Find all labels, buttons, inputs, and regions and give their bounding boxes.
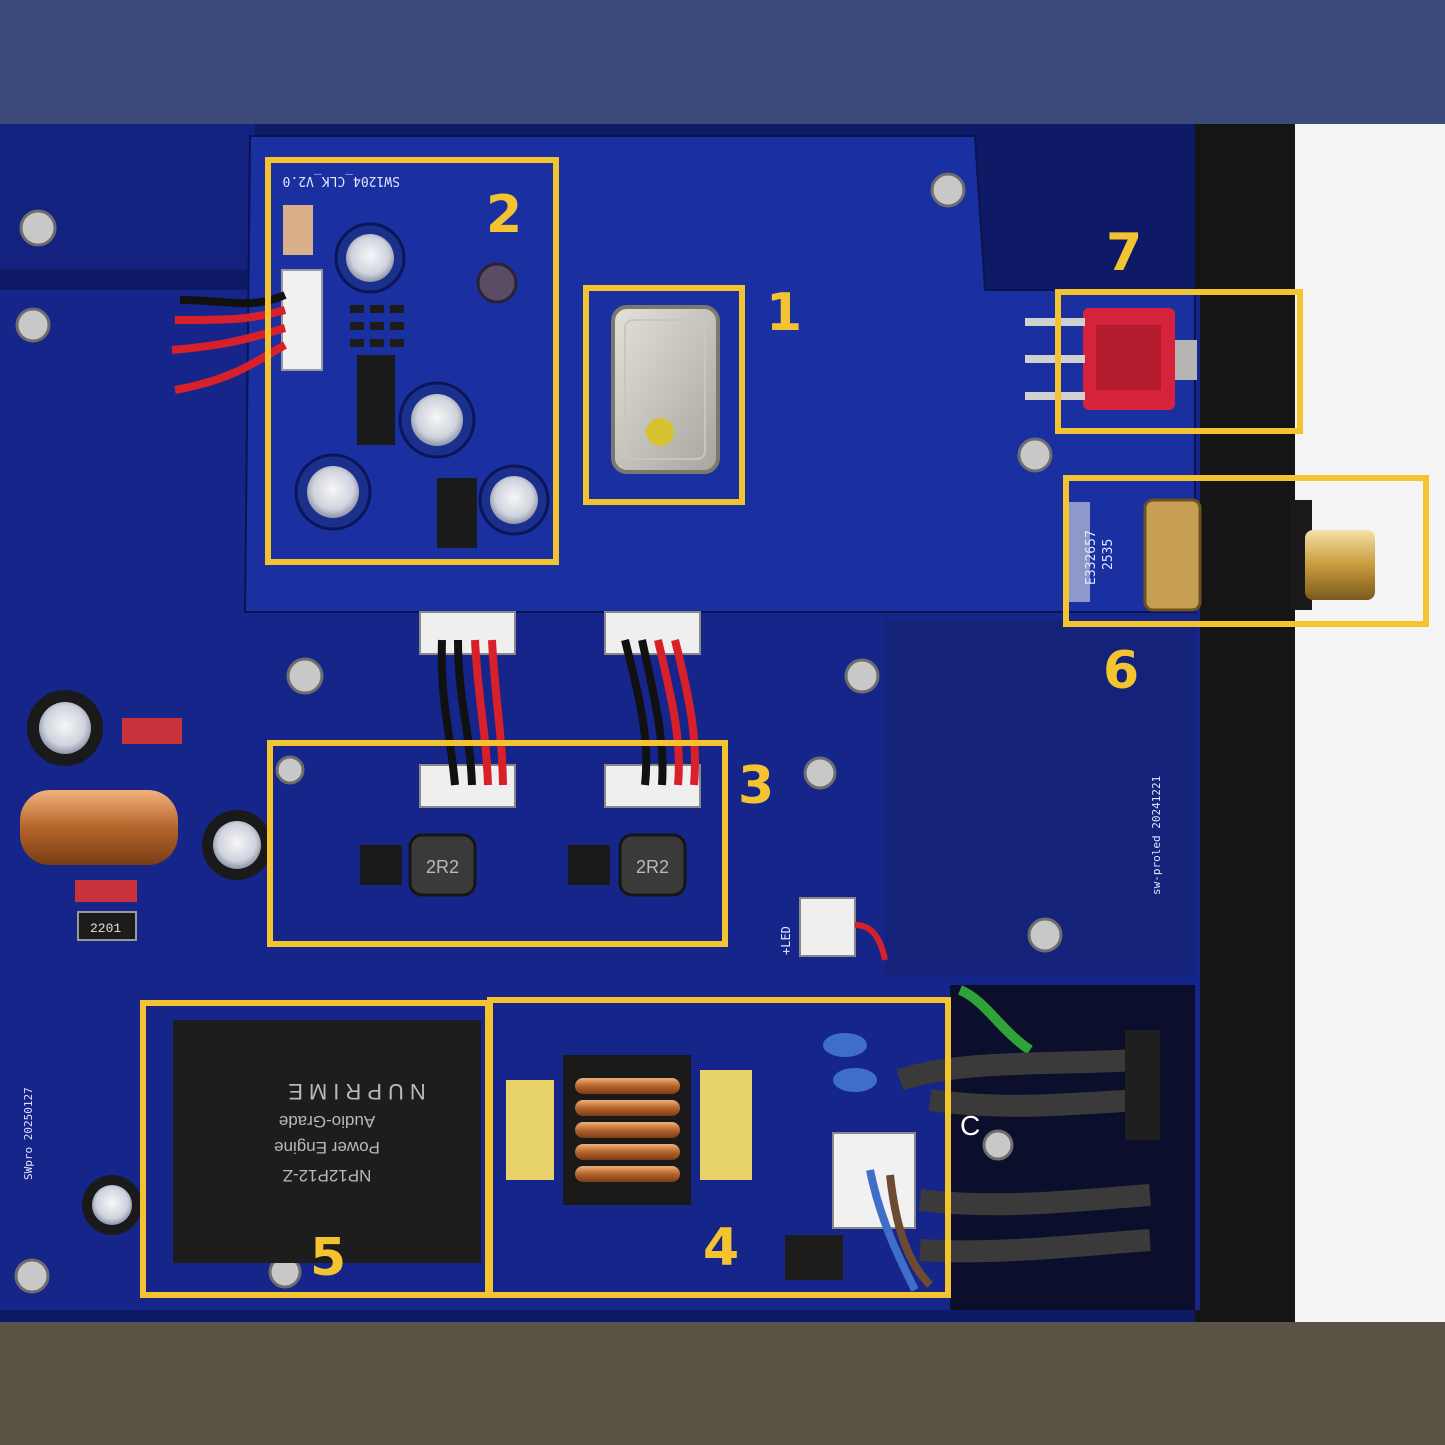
callout-number-3: 3	[738, 756, 774, 816]
callout-number-1: 1	[766, 283, 802, 343]
screw-icon	[286, 657, 324, 695]
led-connector	[799, 897, 856, 957]
power-module-line2: Audio-Grade	[279, 1112, 375, 1131]
left-power-components: 2201	[20, 690, 272, 1235]
resistor-label: 2201	[90, 921, 121, 936]
screw-icon	[803, 756, 837, 790]
screw-icon	[1017, 437, 1053, 473]
callout-box-6	[1063, 475, 1429, 627]
mains-label: C	[960, 1110, 980, 1141]
screw-icon	[1027, 917, 1063, 953]
screw-icon	[930, 172, 966, 208]
power-module: NP12P12-Z Power Engine Audio-Grade NUPRI…	[173, 1020, 481, 1263]
inductor-a-label: 2R2	[426, 857, 459, 877]
coax-connector	[1068, 498, 1375, 612]
screw-icons	[14, 172, 1063, 1294]
chassis-side	[1195, 124, 1295, 1322]
left-board-upper	[0, 124, 255, 269]
callout-box-2	[265, 157, 559, 565]
screw-icon	[14, 1258, 50, 1294]
mains-filter	[506, 1033, 933, 1292]
toggle-switch	[1025, 308, 1197, 410]
callout-boxes	[140, 157, 1429, 1298]
callout-box-1	[583, 285, 745, 505]
connector-code-b: 2535	[1101, 539, 1116, 570]
inductor-b-label: 2R2	[636, 857, 669, 877]
regulator-section	[171, 205, 550, 548]
screw-icon	[19, 209, 57, 247]
callout-number-2: 2	[486, 185, 522, 245]
screw-icon	[275, 755, 305, 785]
callout-box-7	[1055, 289, 1303, 434]
screw-icon	[844, 658, 880, 694]
callout-box-5	[140, 1000, 491, 1298]
dcdc-converters: 2R2 2R2	[360, 833, 687, 897]
crystal-oscillator	[611, 305, 720, 474]
callout-number-7: 7	[1106, 223, 1142, 283]
board-date-left: SWpro 20250127	[22, 1087, 35, 1180]
right-daughter-board	[885, 620, 1195, 975]
top-band	[0, 0, 1445, 124]
power-module-brand: NUPRIME	[282, 1079, 425, 1104]
callout-number-6: 6	[1103, 641, 1139, 701]
screw-icon	[982, 1129, 1014, 1161]
callout-number-5: 5	[310, 1228, 346, 1288]
white-edge	[1290, 124, 1445, 1322]
power-module-model: NP12P12-Z	[283, 1166, 372, 1185]
clock-board-label: SW1204_CLK_V2.0	[283, 173, 400, 188]
bottom-band	[0, 1322, 1445, 1445]
wire-harness	[419, 611, 701, 808]
callout-box-3	[267, 740, 728, 947]
screw-icon	[15, 307, 51, 343]
callout-number-4: 4	[703, 1218, 739, 1278]
led-label: +LED	[779, 926, 793, 955]
board-date-right: sw-proled 20241221	[1150, 776, 1163, 895]
power-module-line1: Power Engine	[274, 1138, 380, 1157]
